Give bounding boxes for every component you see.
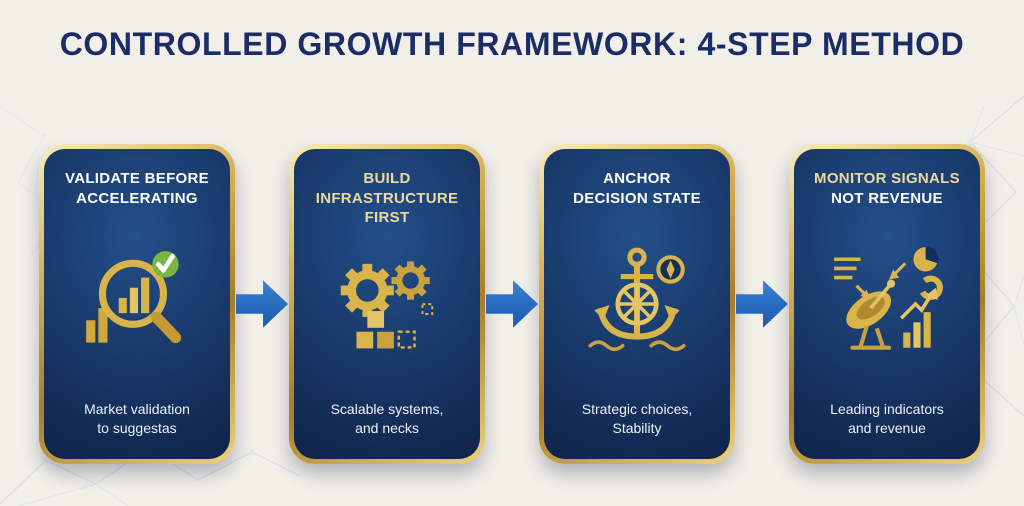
step-card-validate-inner: VALIDATE BEFORE ACCELERATING Market val xyxy=(44,149,230,459)
step-caption-monitor: Leading indicators and revenue xyxy=(830,400,944,439)
step-card-anchor-inner: ANCHOR DECISION STATE xyxy=(544,149,730,459)
caption-line: Market validation xyxy=(84,400,190,417)
caption-line: Scalable systems, xyxy=(330,400,444,417)
step-title-line: DECISION STATE xyxy=(573,189,701,207)
arrow-right-icon xyxy=(736,280,788,328)
step-title-infrastructure: BUILD INFRASTRUCTURE FIRST xyxy=(316,169,459,228)
caption-line: Strategic choices, xyxy=(581,400,693,417)
step-card-infrastructure-inner: BUILD INFRASTRUCTURE FIRST xyxy=(294,149,480,459)
anchor-wheel-compass-icon xyxy=(588,247,686,351)
step-caption-infrastructure: Scalable systems, and necks xyxy=(331,400,444,439)
arrow-right-icon xyxy=(486,280,538,328)
icon-area xyxy=(54,208,220,400)
step-card-monitor-inner: MONITOR SIGNALS NOT REVENUE xyxy=(794,149,980,459)
gears-blocks-icon xyxy=(340,261,434,349)
page-title: CONTROLLED GROWTH FRAMEWORK: 4-STEP METH… xyxy=(59,26,965,62)
step-card-validate: VALIDATE BEFORE ACCELERATING Market val xyxy=(39,144,235,464)
magnifier-bar-chart-check-icon xyxy=(86,251,182,344)
step-caption-validate: Market validation to suggestas xyxy=(84,400,190,439)
caption-line: to suggestas xyxy=(97,420,177,437)
caption-line: Leading indicators xyxy=(830,400,944,417)
step-title-line: INFRASTRUCTURE xyxy=(315,189,459,207)
step-title-line: BUILD xyxy=(363,170,411,187)
step-title-line: VALIDATE BEFORE xyxy=(65,170,209,187)
icon-area xyxy=(804,208,970,400)
arrow-right-icon xyxy=(236,280,288,328)
step-caption-anchor: Strategic choices, Stability xyxy=(582,400,693,439)
step-title-line: NOT REVENUE xyxy=(831,189,943,207)
caption-line: Stability xyxy=(612,420,662,437)
step-title-line: FIRST xyxy=(364,209,410,226)
step-title-monitor: MONITOR SIGNALS NOT REVENUE xyxy=(814,169,960,208)
step-title-anchor: ANCHOR DECISION STATE xyxy=(573,169,701,208)
step-title-line: MONITOR SIGNALS xyxy=(814,170,960,187)
step-title-line: ACCELERATING xyxy=(76,189,198,207)
step-title-validate: VALIDATE BEFORE ACCELERATING xyxy=(65,169,209,208)
step-card-anchor: ANCHOR DECISION STATE xyxy=(539,144,735,464)
framework-steps-row: VALIDATE BEFORE ACCELERATING Market val xyxy=(0,144,1024,464)
caption-line: and revenue xyxy=(848,420,926,437)
satellite-signals-charts-icon xyxy=(834,245,943,350)
icon-area xyxy=(554,208,720,400)
caption-line: and necks xyxy=(355,420,419,437)
icon-area xyxy=(304,228,470,400)
step-card-infrastructure: BUILD INFRASTRUCTURE FIRST xyxy=(289,144,485,464)
step-title-line: ANCHOR xyxy=(603,170,671,187)
step-card-monitor: MONITOR SIGNALS NOT REVENUE xyxy=(789,144,985,464)
